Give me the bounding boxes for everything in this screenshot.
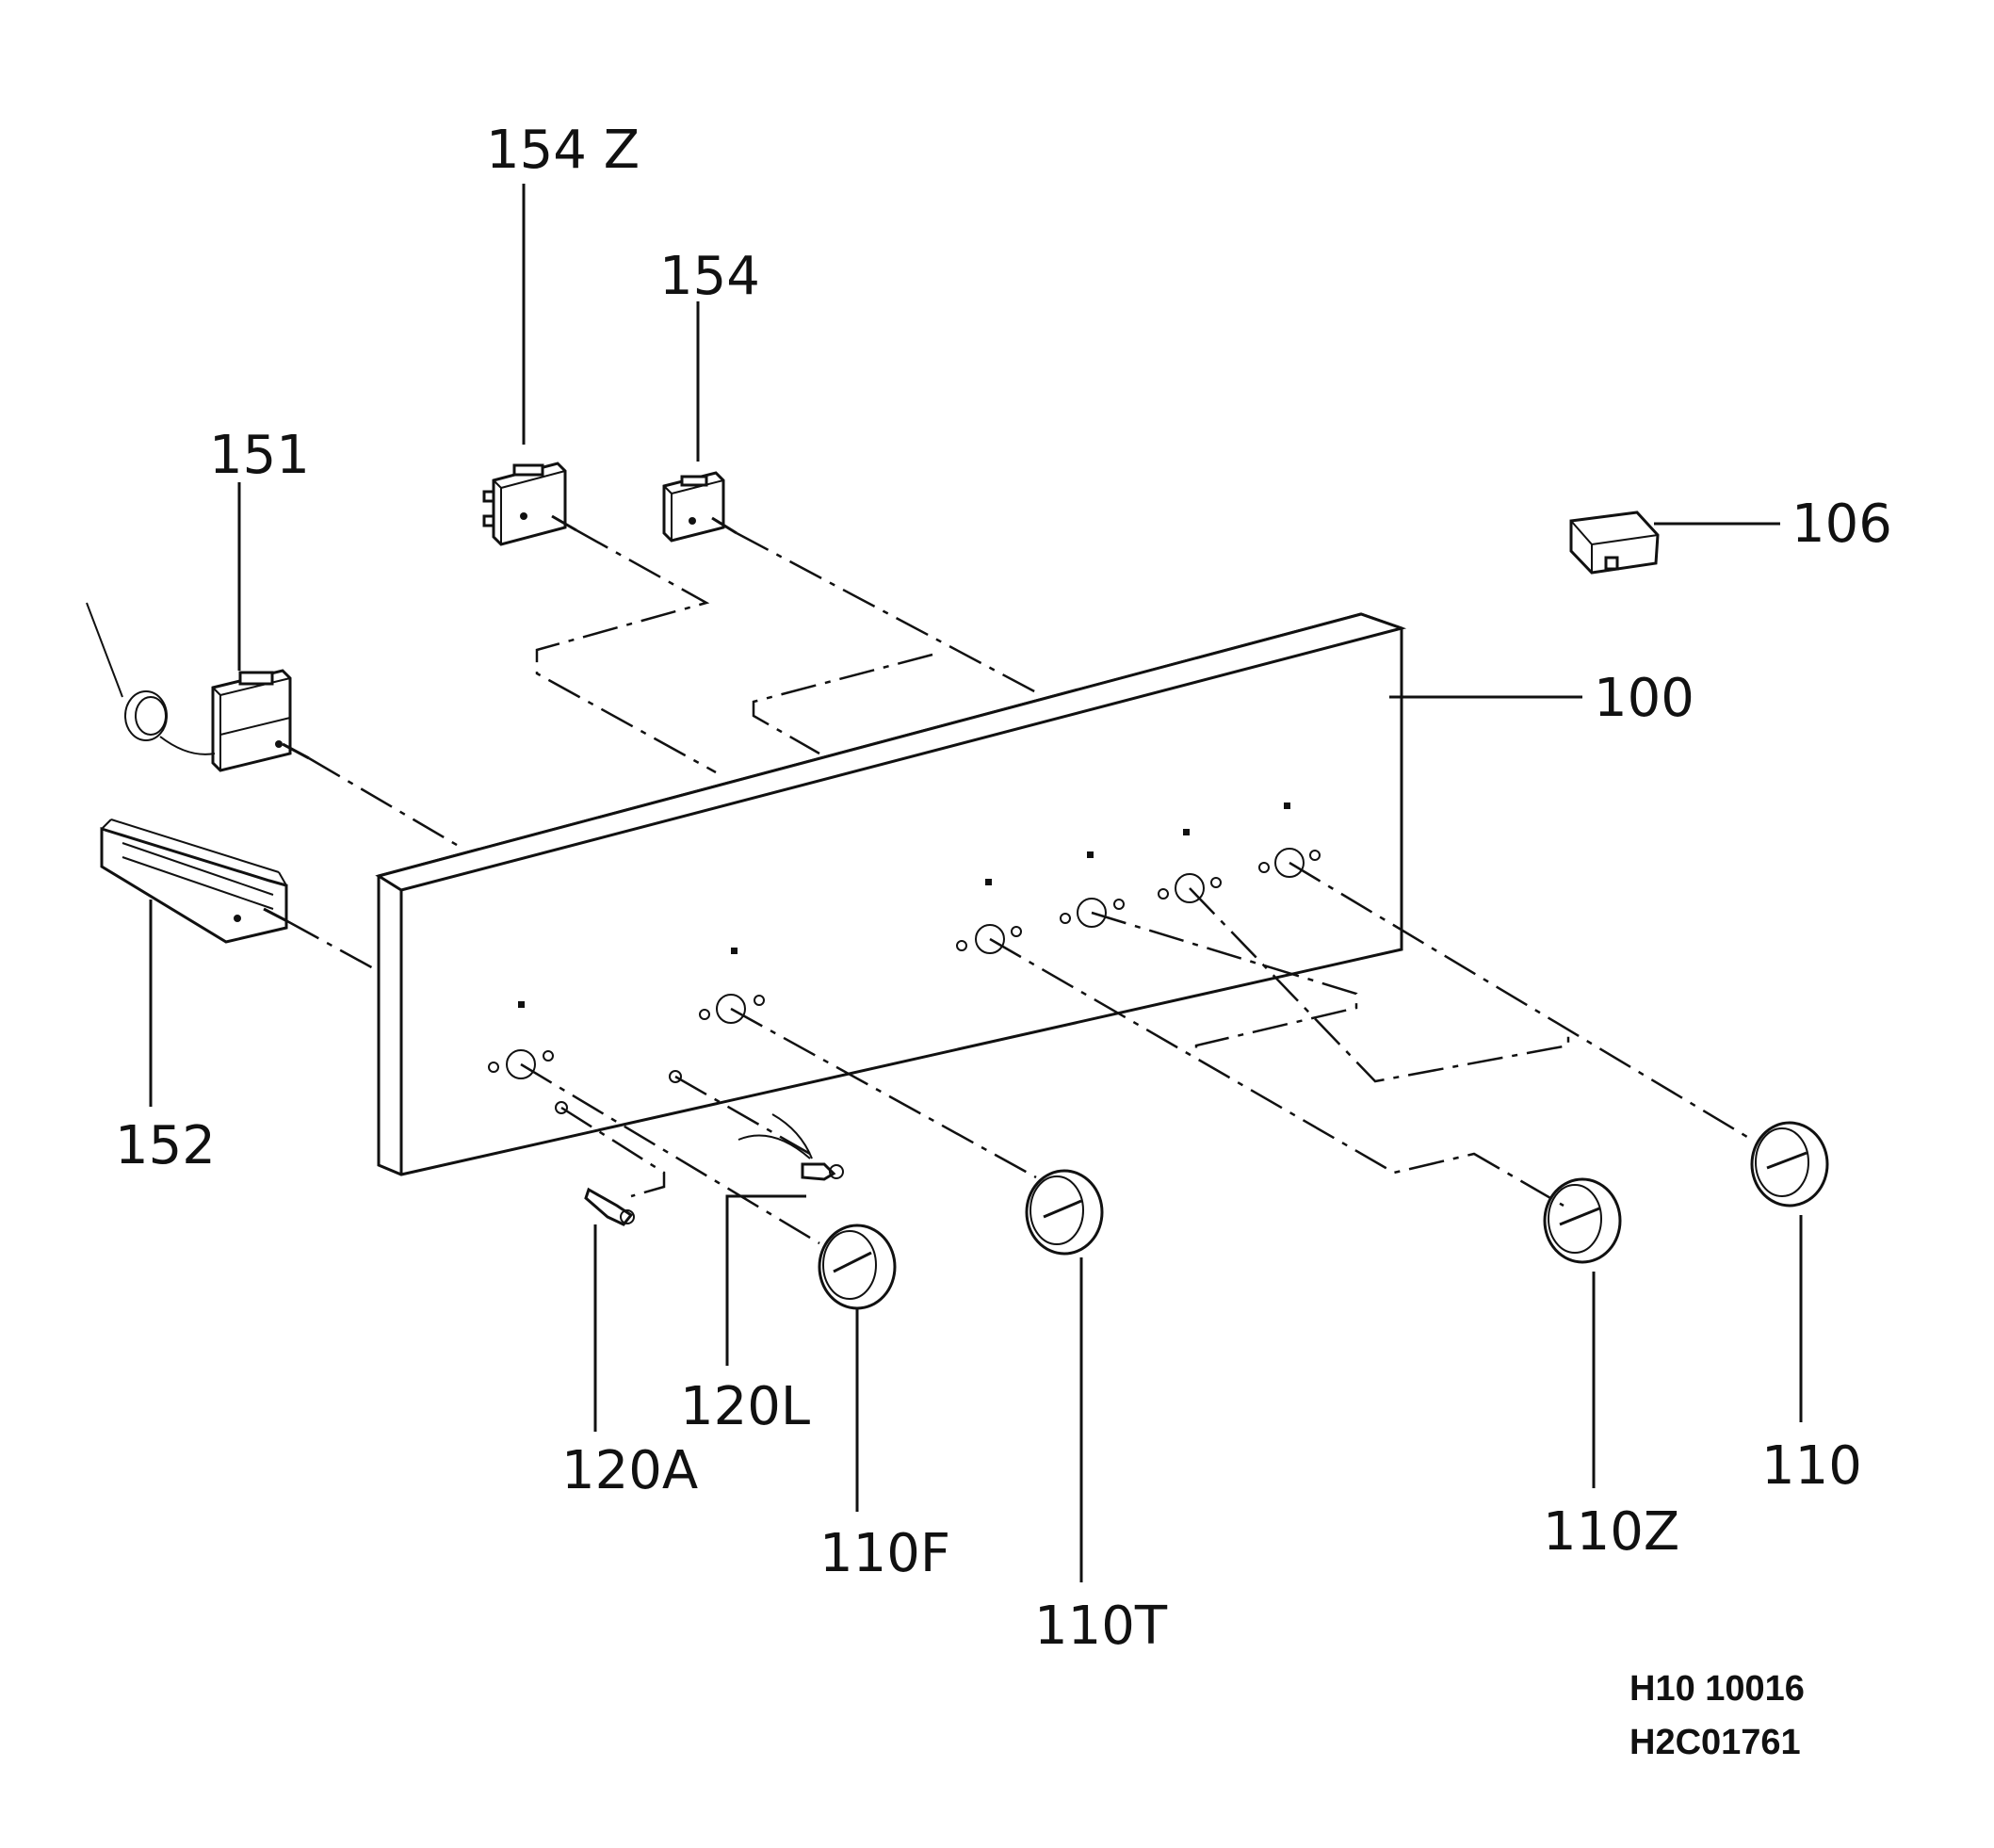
knob-110f (818, 1224, 897, 1310)
label-100: 100 (1594, 668, 1694, 729)
reference-line-2: H2C01761 (1629, 1723, 1801, 1762)
knob-110 (1750, 1121, 1829, 1208)
knob-110t (1025, 1169, 1104, 1256)
panel-holes (488, 802, 1321, 1114)
part-154-switch (662, 471, 738, 543)
reference-line-1: H10 10016 (1629, 1669, 1805, 1709)
label-154: 154 (659, 246, 760, 307)
label-154z: 154 Z (486, 120, 640, 181)
label-152: 152 (115, 1115, 216, 1176)
label-120a: 120A (561, 1440, 698, 1501)
label-120l: 120L (680, 1376, 810, 1437)
part-106-clip (1569, 511, 1660, 575)
assembly-lines (286, 528, 1753, 1245)
part-154z-switch (482, 462, 577, 546)
part-120l-lamp (738, 1113, 844, 1181)
knob-110z (1543, 1177, 1622, 1264)
part-151-thermostat (86, 602, 310, 772)
label-106: 106 (1791, 494, 1892, 555)
label-110t: 110T (1034, 1596, 1168, 1657)
leader-lines (149, 184, 1803, 1582)
label-110: 110 (1761, 1435, 1862, 1497)
control-panel-100 (375, 612, 1407, 1176)
label-110f: 110F (819, 1523, 950, 1584)
part-120a-lamp (584, 1187, 635, 1226)
part-152-terminal-block (100, 819, 288, 944)
label-110z: 110Z (1543, 1501, 1679, 1563)
label-151: 151 (209, 425, 310, 486)
